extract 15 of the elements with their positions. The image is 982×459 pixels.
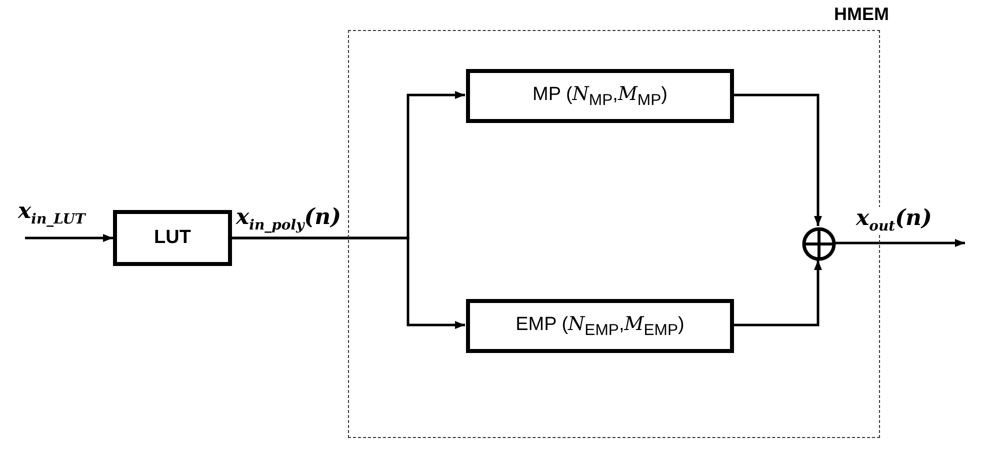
signal-label: x$_{in_poly}$(n) — [236, 206, 342, 232]
arrow — [733, 94, 822, 226]
arrow — [25, 234, 113, 242]
arrow — [835, 239, 965, 247]
summing-junction — [802, 227, 836, 261]
arrow — [733, 260, 822, 326]
block-label: MP (N$_{MP}$,M$_{MP}$) — [532, 82, 668, 110]
block-label: EMP (N$_{EMP}$,M$_{EMP}$) — [516, 312, 684, 340]
process-box — [466, 299, 734, 353]
process-box — [466, 69, 734, 123]
arrow — [232, 236, 465, 329]
group-title: HMEM — [834, 4, 889, 25]
process-box — [113, 210, 232, 266]
block-label: LUT — [154, 227, 191, 249]
signal-label: x$_{out}$(n) — [856, 207, 932, 234]
